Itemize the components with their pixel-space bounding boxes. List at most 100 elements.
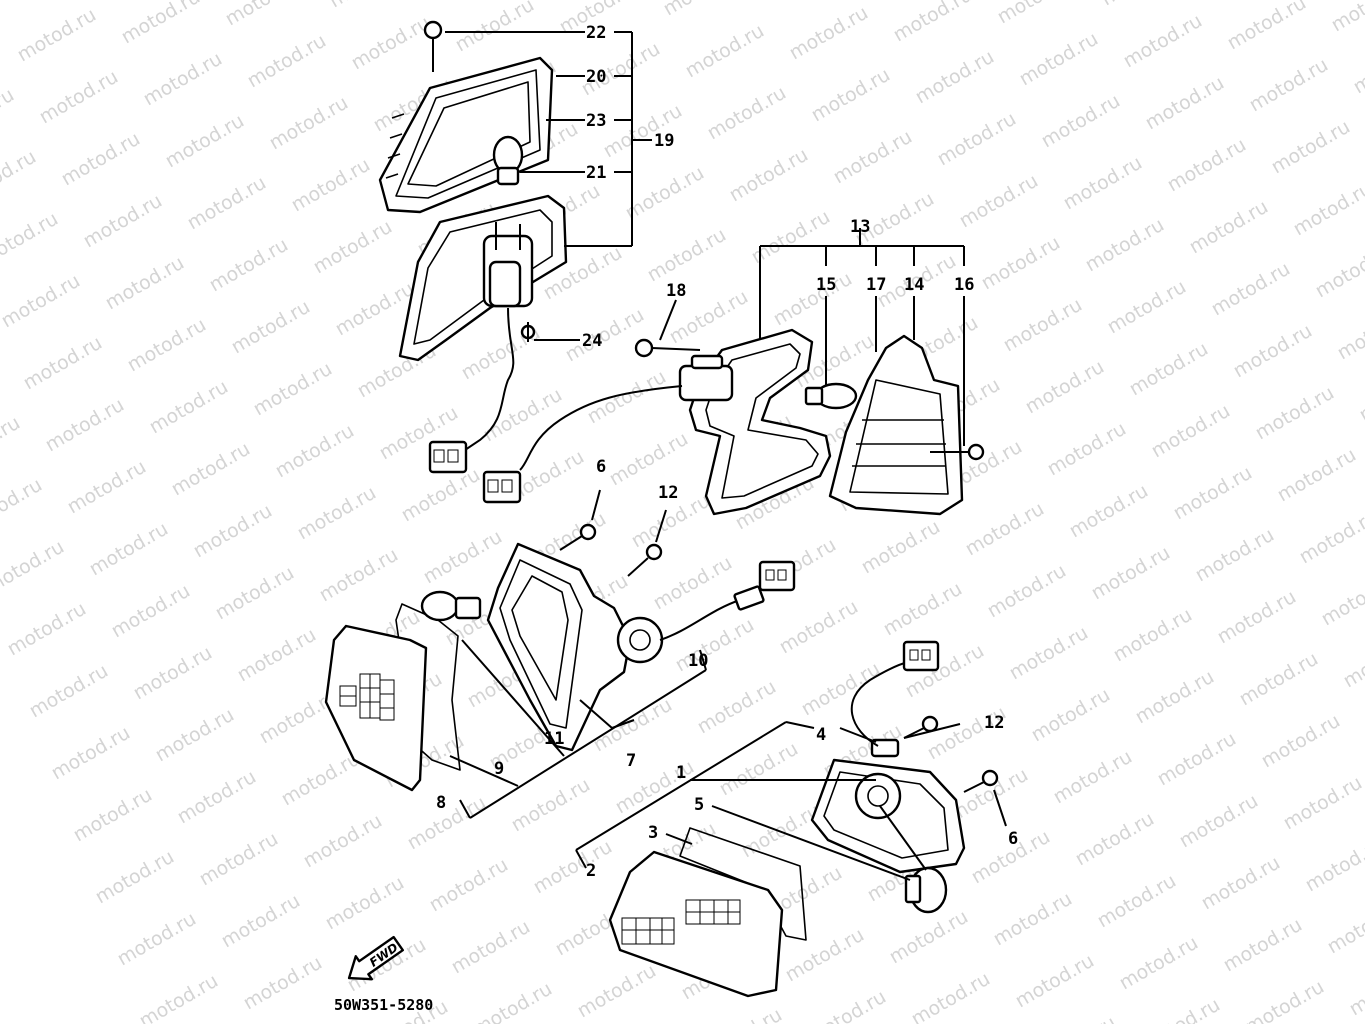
watermark-text: motod.ru [130,642,216,705]
watermark-text: motod.ru [108,580,194,643]
callout-14: 14 [904,275,924,295]
watermark-text: motod.ru [4,598,90,661]
flasher-assembly-8 [324,523,796,792]
watermark-text: motod.ru [1022,356,1108,419]
watermark-text: motod.ru [348,12,434,75]
watermark-text: motod.ru [1328,0,1365,36]
watermark-text: motod.ru [1126,338,1212,401]
watermark-text: motod.ru [1220,914,1306,977]
screw-12a-icon [627,543,663,577]
watermark-text: motod.ru [804,986,890,1024]
watermark-text: motod.ru [196,828,282,891]
watermark-text: motod.ru [114,908,200,971]
flasher-assembly-1 [608,640,999,998]
callout-12a: 12 [658,483,678,503]
watermark-text: motod.ru [530,836,616,899]
watermark-text: motod.ru [682,20,768,83]
watermark-text: motod.ru [808,64,894,127]
watermark-text: motod.ru [1224,0,1310,54]
watermark-text: motod.ru [1038,90,1124,153]
watermark-text: motod.ru [726,144,812,207]
watermark-text: motod.ru [978,232,1064,295]
watermark-text: motod.ru [212,562,298,625]
watermark-text: motod.ru [0,270,84,333]
watermark-text: motod.ru [1154,728,1240,791]
callout-6b: 6 [1008,829,1018,849]
watermark-text: motod.ru [562,304,648,367]
watermark-text: motod.ru [782,924,868,987]
watermark-text: motod.ru [956,170,1042,233]
watermark-text: motod.ru [1088,542,1174,605]
watermark-text: motod.ru [266,92,352,155]
watermark-text: motod.ru [1148,400,1234,463]
watermark-text: motod.ru [1120,10,1206,73]
watermark-text: motod.ru [1006,622,1092,685]
watermark-text: motod.ru [622,162,708,225]
watermark-text: motod.ru [124,314,210,377]
callout-labels: 22 20 23 19 21 24 13 15 17 14 16 18 6 12… [436,23,1018,881]
leader-lines-19 [445,31,652,341]
watermark-text: motod.ru [64,456,150,519]
lens-grid-icon [621,899,741,945]
watermark-text: motod.ru [672,614,758,677]
watermark-text: motod.ru [764,0,850,2]
watermark-text: motod.ru [798,658,884,721]
callout-5: 5 [694,795,704,815]
watermark-text: motod.ru [1230,320,1316,383]
flasher-assembly-13 [482,328,985,516]
screw-18-icon [634,338,701,358]
watermark-text: motod.ru [80,190,166,253]
watermark-text: motod.ru [694,676,780,739]
callout-16: 16 [954,275,974,295]
watermark-text: motod.ru [300,810,386,873]
watermark-text: motod.ru [650,552,736,615]
watermark-text: motod.ru [880,578,966,641]
callout-12b: 12 [984,713,1004,733]
callout-24: 24 [582,331,602,351]
watermark-text: motod.ru [1280,772,1365,835]
watermark-text: motod.ru [322,872,408,935]
watermark-text: motod.ru [1164,134,1250,197]
watermark-text: motod.ru [830,126,916,189]
watermark-text: motod.ru [218,890,304,953]
callout-17: 17 [866,275,886,295]
watermark-text: motod.ru [190,500,276,563]
watermark-text: motod.ru [174,766,260,829]
callout-8: 8 [436,793,446,813]
watermark-text: motod.ru [1138,994,1224,1024]
watermark-text: motod.ru [426,854,512,917]
watermark-text: motod.ru [288,154,374,217]
watermark-text: motod.ru [1082,214,1168,277]
watermark-text: motod.ru [70,784,156,847]
watermark-text: motod.ru [1016,28,1102,91]
watermark-text: motod.ru [1000,294,1086,357]
watermark-text: motod.ru [776,596,862,659]
watermark-text: motod.ru [858,516,944,579]
screw-24-icon [520,322,536,342]
watermark-text: motod.ru [890,0,976,46]
callout-11: 11 [544,729,564,749]
watermark-text: motod.ru [1044,418,1130,481]
watermark-text: motod.ru [294,482,380,545]
watermark-text: motod.ru [984,560,1070,623]
watermark-text: motod.ru [448,916,534,979]
watermark-text: motod.ru [48,722,134,785]
watermark-text: motod.ru [136,970,222,1024]
watermark-text: motod.ru [1192,524,1278,587]
screw-6a-icon [559,523,597,551]
callout-15: 15 [816,275,836,295]
watermark-text: motod.ru [92,846,178,909]
watermark-text: motod.ru [1268,116,1354,179]
watermark-text: motod.ru [1302,834,1365,897]
watermark-text: motod.ru [250,358,336,421]
watermark-text: motod.ru [420,526,506,589]
watermark-text: motod.ru [244,30,330,93]
lens-grid-icon [339,673,395,721]
watermark-text: motod.ru [234,624,320,687]
callout-21: 21 [586,163,606,183]
watermark-text: motod.ru [1318,568,1365,631]
screw-6b-icon [963,769,999,793]
watermark-text: motod.ru [480,384,566,447]
watermark-text: motod.ru [0,474,46,537]
leader-lines-13 [659,228,965,446]
